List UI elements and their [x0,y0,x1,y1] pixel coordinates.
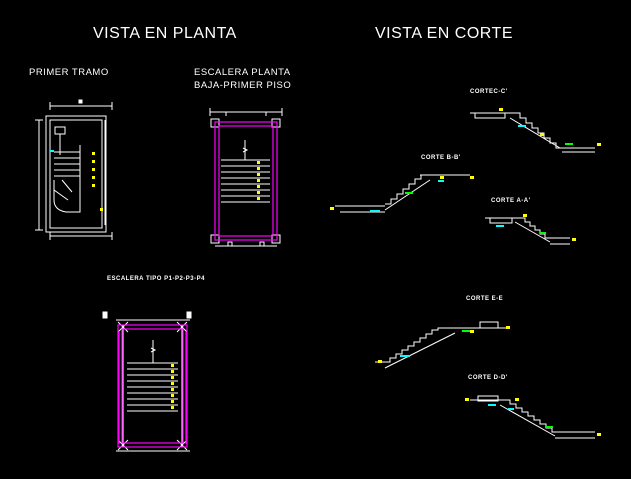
yellow-annotations [92,108,601,436]
section-dd-label: CORTE D-D' [468,375,508,381]
section-cc-drawing [470,112,595,153]
stair-ground-label-2: BAJA-PRIMER PISO [194,80,292,91]
typical-stair-label: ESCALERA TIPO P1-P2-P3-P4 [107,276,205,282]
stair-ground-label-1: ESCALERA PLANTA [194,67,291,78]
section-ee-drawing [375,321,510,369]
section-bb-drawing [335,174,470,213]
section-aa-drawing [485,217,570,245]
section-view-title: VISTA EN CORTE [375,25,513,42]
ground-floor-stair-plan [209,108,283,247]
section-bb-label: CORTE B-B' [421,155,461,161]
first-flight-label: PRIMER TRAMO [29,67,109,78]
section-aa-label: CORTE A-A' [491,198,531,204]
wall-lines [117,121,278,448]
first-flight-plan [35,99,113,240]
rebar-marks [50,125,573,428]
typical-stair-plan [102,311,192,452]
section-cc-label: CORTEC-C' [470,89,508,95]
section-dd-drawing [470,395,595,439]
plan-view-title: VISTA EN PLANTA [93,25,237,42]
section-ee-label: CORTE E-E [466,296,504,302]
